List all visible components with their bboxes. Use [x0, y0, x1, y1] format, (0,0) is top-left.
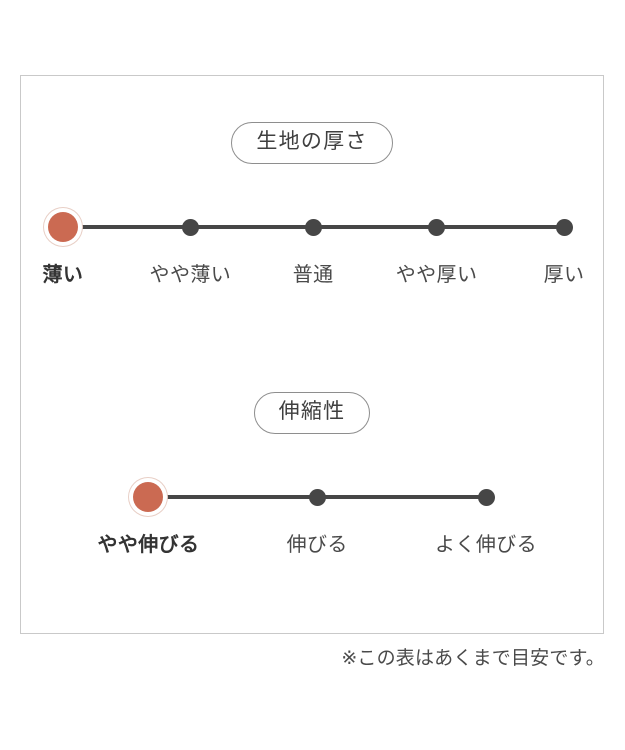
scale-dot-stretch-3[interactable] — [477, 488, 495, 506]
scale-stretch — [21, 480, 603, 514]
section-badge-thickness: 生地の厚さ — [231, 122, 393, 165]
badge-row-stretch: 伸縮性 — [21, 392, 603, 435]
spec-card: 生地の厚さ 薄い やや薄い 普通 やや厚い 厚い 伸縮性 — [20, 75, 604, 634]
scale-label-stretch-2: 伸びる — [286, 534, 348, 557]
scale-dot-stretch-1[interactable] — [133, 482, 164, 513]
scale-label-stretch-3: よく伸びる — [435, 534, 538, 557]
scale-dot-thickness-4[interactable] — [428, 218, 446, 236]
footnote: ※この表はあくまで目安です。 — [341, 648, 605, 669]
scale-dot-thickness-2[interactable] — [181, 218, 199, 236]
scale-dot-thickness-5[interactable] — [555, 218, 573, 236]
scale-dot-thickness-1[interactable] — [47, 212, 78, 243]
badge-row-thickness: 生地の厚さ — [21, 122, 603, 165]
scale-dot-stretch-2[interactable] — [308, 488, 326, 506]
scale-label-thickness-3: 普通 — [292, 264, 334, 287]
section-thickness: 生地の厚さ 薄い やや薄い 普通 やや厚い 厚い — [21, 122, 603, 294]
scale-dot-thickness-3[interactable] — [304, 218, 322, 236]
scale-label-thickness-5: 厚い — [543, 264, 585, 287]
scale-labels-thickness: 薄い やや薄い 普通 やや厚い 厚い — [21, 260, 603, 294]
scale-thickness — [21, 210, 603, 244]
scale-label-thickness-2: やや薄い — [149, 264, 232, 287]
scale-labels-stretch: やや伸びる 伸びる よく伸びる — [21, 530, 603, 564]
scale-label-stretch-1: やや伸びる — [97, 534, 200, 557]
scale-label-thickness-4: やや厚い — [395, 264, 478, 287]
section-stretch: 伸縮性 やや伸びる 伸びる よく伸びる — [21, 392, 603, 564]
scale-label-thickness-1: 薄い — [42, 264, 84, 287]
section-badge-stretch: 伸縮性 — [253, 392, 371, 435]
